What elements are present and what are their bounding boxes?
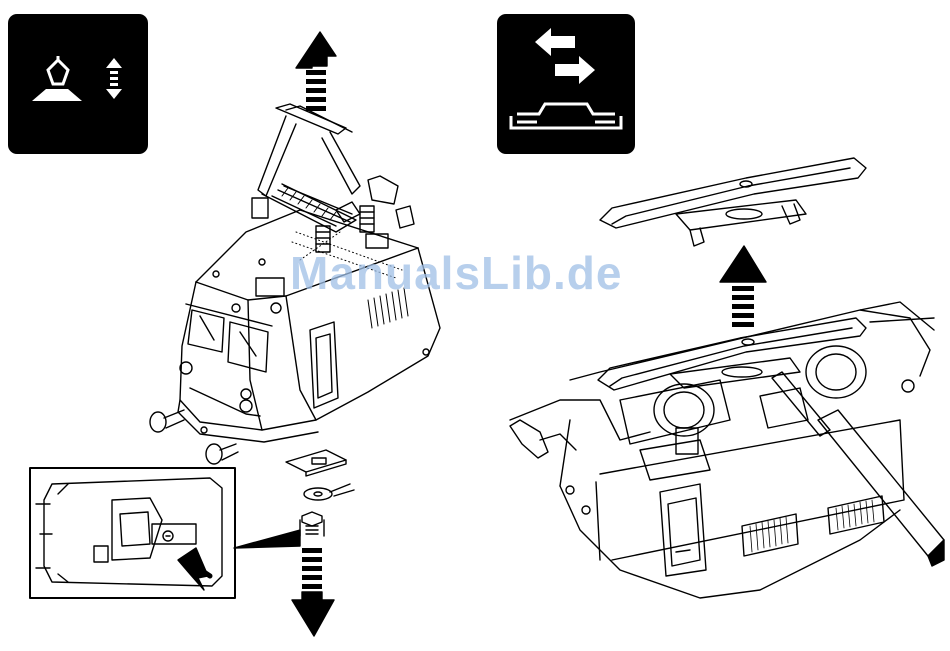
underside-inset bbox=[30, 468, 300, 598]
pantograph bbox=[252, 104, 360, 232]
roof-bracket-new bbox=[600, 158, 866, 246]
lift-arrow-icon bbox=[296, 32, 336, 111]
remove-screw-arrow-icon bbox=[292, 548, 334, 636]
locomotive-body bbox=[150, 210, 440, 464]
roof-bracket-installed bbox=[598, 318, 866, 390]
mounting-parts bbox=[286, 450, 354, 536]
insert-bracket-arrow-icon bbox=[720, 246, 766, 327]
